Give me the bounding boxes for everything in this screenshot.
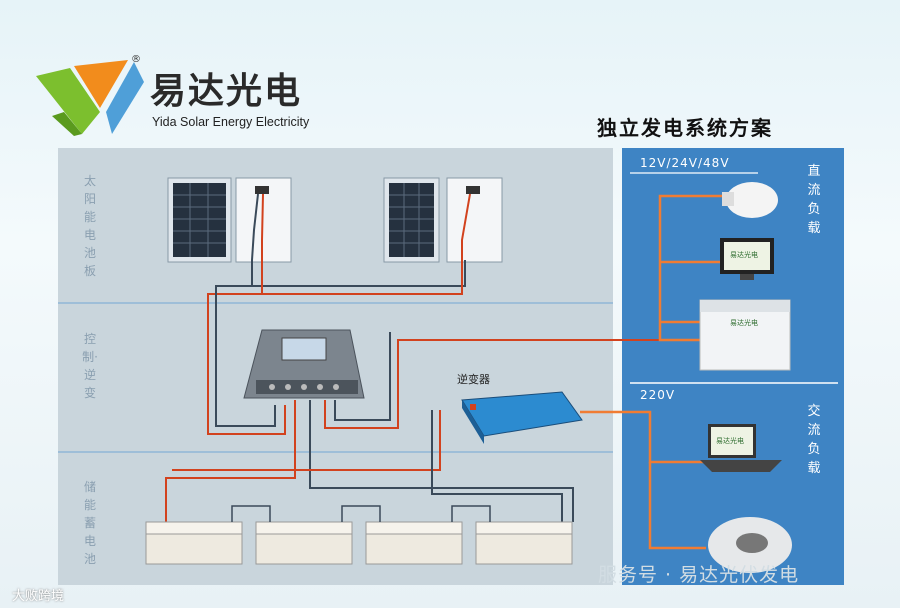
logo-mark-icon [36,60,144,136]
battery-4 [475,521,573,565]
ac-voltage: 220V [640,388,676,402]
ac-load-label: 交流负载 [807,404,821,476]
system-title: 独立发电系统方案 [597,116,773,140]
solar-panel-front-2 [383,177,440,263]
brand-name-cn: 易达光电 [150,71,303,112]
charge-controller [243,329,365,399]
freezer-icon [699,299,791,371]
brand-name-en: Yida Solar Energy Electricity [152,115,310,129]
monitor-logo-text: 易达光电 [730,251,758,259]
laptop-icon [700,424,782,472]
footer-service-account: 服务号 · 易达光伏发电 [598,564,800,586]
section-label-solar: 太阳能电池板 [83,174,96,278]
monitor-icon [720,238,774,280]
battery-1 [145,521,243,565]
section-label-battery: 储能蓄电池 [83,480,96,566]
solar-panel-front-1 [167,177,232,263]
section-label-control: 控制·逆变 [82,332,98,400]
freezer-logo-text: 易达光电 [730,319,758,327]
inverter-label: 逆变器 [457,373,490,386]
laptop-logo-text: 易达光电 [716,437,744,445]
watermark: 大败跨境 [12,589,65,604]
brand-logo [34,58,146,138]
radio-icon [708,517,792,573]
solar-panel-back-2 [446,177,503,263]
battery-3 [365,521,463,565]
inverter [461,391,583,444]
dc-load-label: 直流负载 [807,164,821,236]
bulb-icon [722,182,778,218]
battery-2 [255,521,353,565]
registered-mark: ® [131,54,141,65]
dc-voltage: 12V/24V/48V [640,156,730,170]
solar-panel-back-1 [235,177,292,263]
